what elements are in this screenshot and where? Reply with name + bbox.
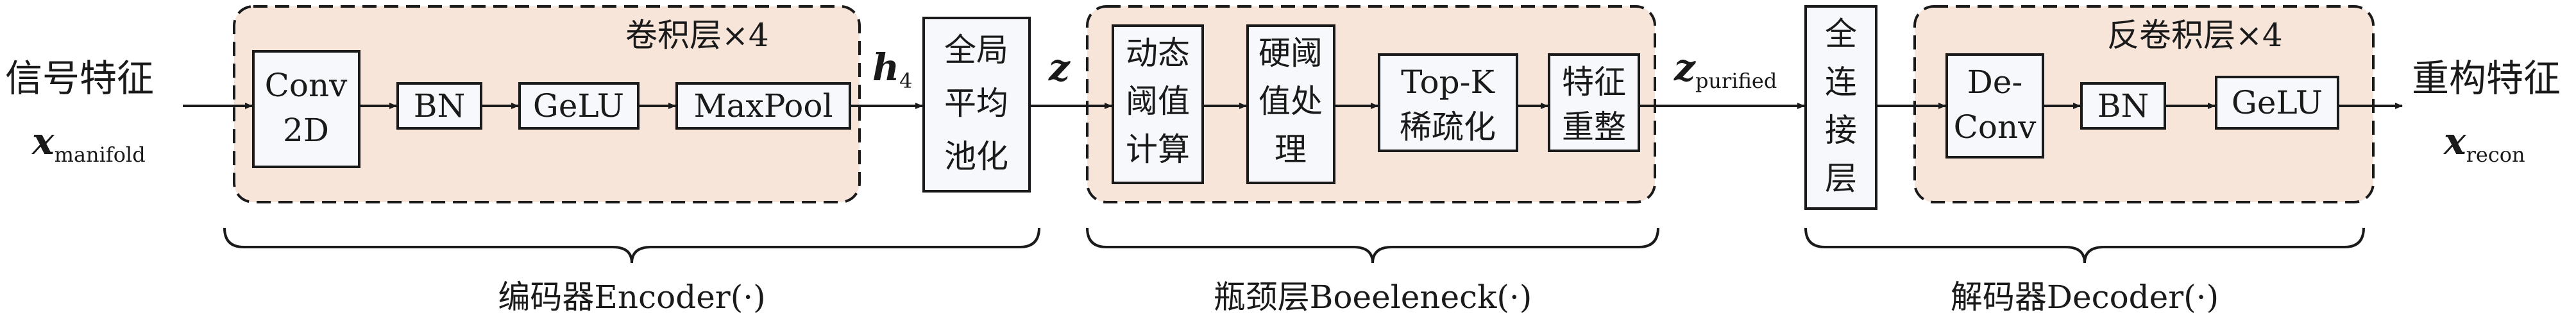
bottleneck-brace-label: 瓶颈层Boeeleneck(·) [1214,279,1532,316]
encoder-group-label: 卷积层×4 [625,17,769,54]
topk-line2: 稀疏化 [1400,108,1496,146]
reshape-line1: 特征 [1562,64,1626,101]
gap-line1: 全局 [944,31,1008,69]
dynamic-threshold-block [1112,24,1204,184]
dyn-line1: 动态 [1126,35,1190,72]
output-var: xrecon [2443,119,2525,167]
input-label: 信号特征 [5,56,154,100]
gap-line3: 池化 [944,138,1008,175]
hard-line1: 硬阈 [1258,35,1323,72]
fully-connected-block [1804,5,1877,210]
decoder-brace [1804,227,2365,264]
decoder-group-label: 反卷积层×4 [2107,17,2283,54]
maxpool-label: MaxPool [693,87,833,124]
z-purified-var: zpurified [1674,46,1777,93]
dyn-line3: 计算 [1126,131,1190,168]
bn-label: BN [414,87,466,124]
input-var: xmanifold [31,119,146,167]
decoder-gelu-label: GeLU [2232,84,2323,121]
decoder-gelu-block [2215,76,2339,130]
feature-reshape-block [1548,53,1640,152]
hard-line2: 值处 [1258,83,1323,120]
hard-line3: 理 [1275,131,1307,168]
deconv-line1: De- [1967,64,2023,101]
gap-line2: 平均 [944,85,1008,122]
fc-line1: 全 [1825,15,1857,53]
output-label: 重构特征 [2412,56,2561,100]
conv2d-block [252,50,360,168]
bottleneck-brace [1086,227,1659,264]
deconv-line2: Conv [1954,108,2037,146]
dyn-line2: 阈值 [1126,83,1190,120]
fc-line3: 接 [1825,112,1857,149]
conv2d-label-line2: 2D [283,112,329,149]
decoder-brace-label: 解码器Decoder(·) [1951,279,2219,316]
topk-sparsify-block [1378,53,1518,152]
deconv-block [1945,53,2044,159]
fc-line2: 连 [1825,64,1857,101]
h4-var: h4 [872,46,913,93]
gelu-label: GeLU [533,87,624,124]
topk-line1: Top-K [1401,64,1495,101]
encoder-brace-label: 编码器Encoder(·) [498,279,765,316]
fc-line4: 层 [1825,160,1857,197]
reshape-line2: 重整 [1562,108,1626,146]
bn-block [396,82,482,130]
decoder-bn-label: BN [2097,87,2149,124]
hard-threshold-block [1246,24,1335,184]
decoder-bn-block [2080,82,2166,130]
conv2d-label-line1: Conv [265,67,348,104]
encoder-brace [223,227,1040,264]
z-var: z [1048,46,1071,89]
